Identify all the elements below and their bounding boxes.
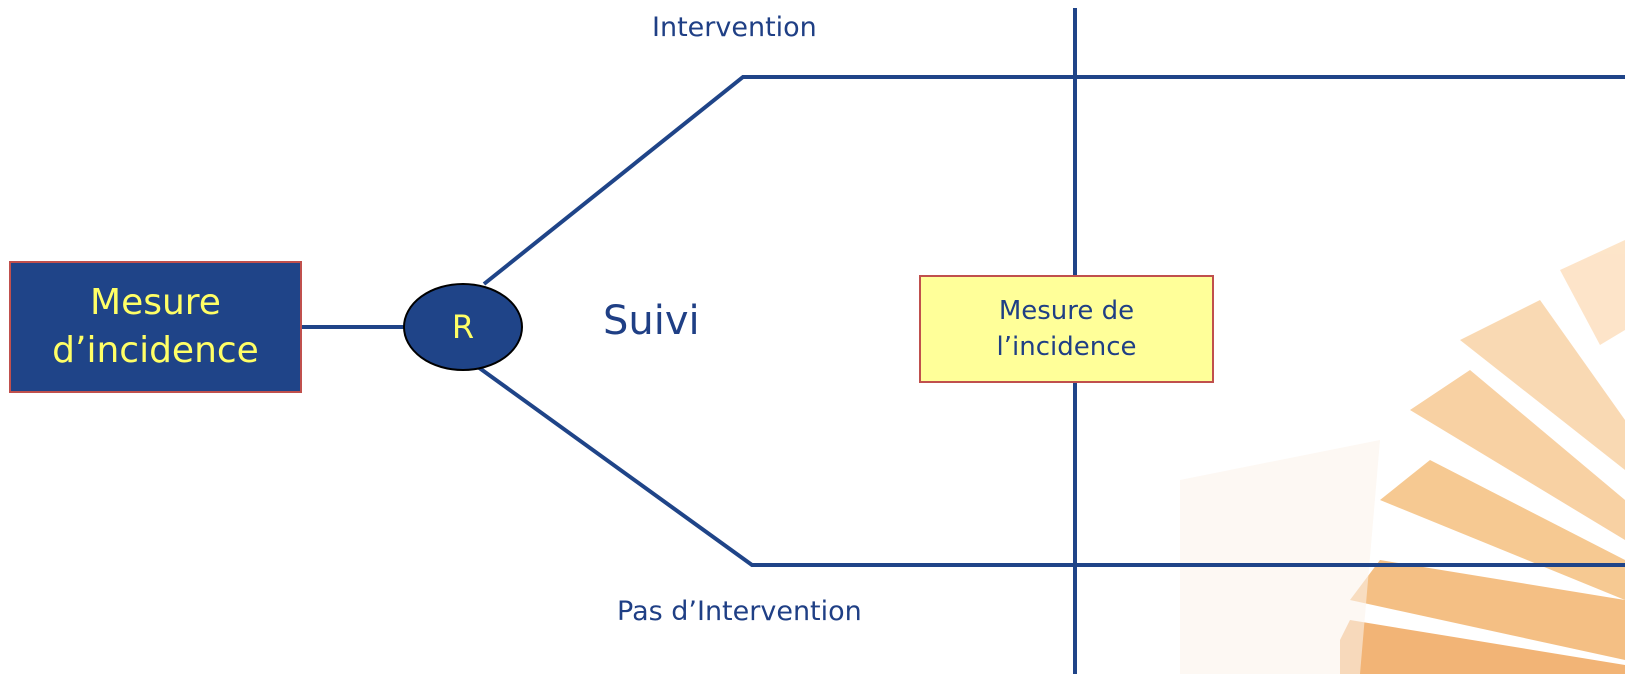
watermark-graphic — [1180, 240, 1625, 674]
intervention-arm-label: Intervention — [652, 12, 817, 43]
baseline-box-line2: d’incidence — [52, 330, 259, 371]
watermark-band-6 — [1340, 620, 1625, 674]
watermark-band-7 — [1180, 440, 1380, 674]
control-arm-line — [476, 365, 1625, 567]
watermark-band-1 — [1560, 240, 1625, 345]
follow-up-label: Suivi — [603, 298, 700, 344]
outcome-box-line1: Mesure de — [998, 296, 1135, 326]
watermark-band-3 — [1410, 370, 1625, 540]
baseline-measurement-box: Mesure d’incidence — [9, 261, 302, 393]
randomization-node — [403, 283, 523, 371]
outcome-box-line2: l’incidence — [996, 332, 1137, 362]
outcome-measurement-box: Mesure de l’incidence — [919, 275, 1214, 383]
baseline-box-line1: Mesure — [90, 282, 221, 323]
intervention-arm-line — [482, 75, 1625, 286]
watermark-band-2 — [1460, 300, 1625, 470]
randomization-node-label: R — [451, 308, 475, 346]
control-arm-label: Pas d’Intervention — [617, 596, 862, 627]
watermark-band-5 — [1350, 560, 1625, 660]
